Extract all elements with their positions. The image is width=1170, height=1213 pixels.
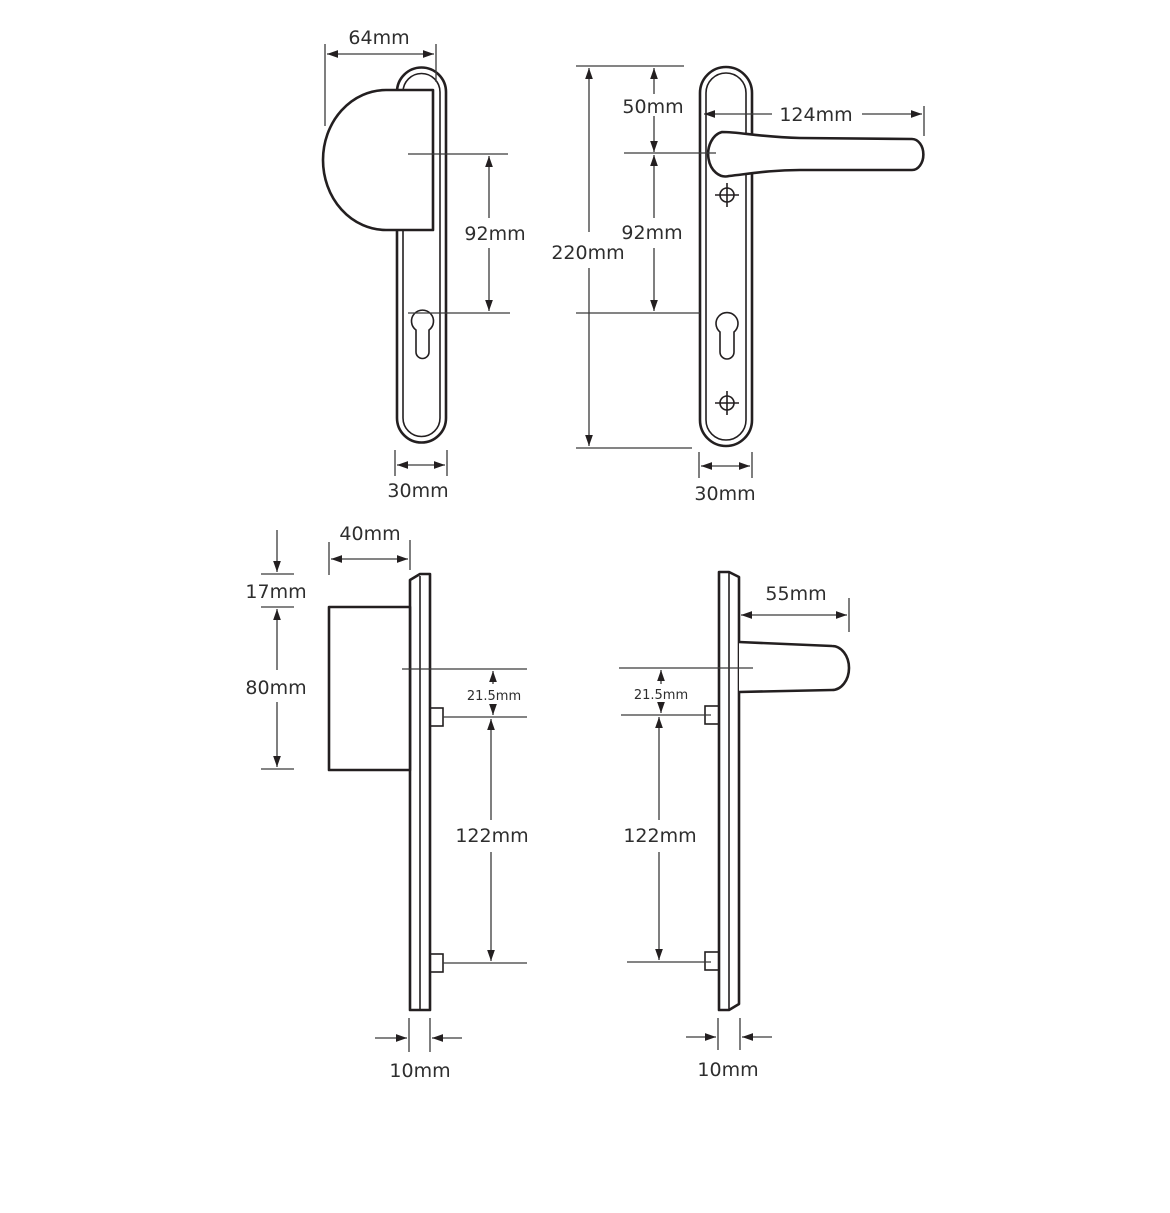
fixing-boss-bottom (704, 951, 720, 971)
fixing-boss-bottom (429, 953, 444, 973)
dim-label-92mm: 92mm (464, 223, 525, 245)
euro-cylinder-keyhole (715, 311, 739, 360)
dim-label-21-5mm: 21.5mm (634, 688, 688, 703)
backplate-outline (395, 66, 448, 444)
pull-pad (321, 88, 435, 232)
fixing-boss-top (429, 707, 444, 727)
dim-label-40mm: 40mm (339, 523, 400, 545)
lever-handle (706, 130, 925, 178)
side-pad-handle-view: 40mm 17mm 80mm 21.5mm 122mm 10mm (245, 523, 528, 1082)
front-pad-handle-view: 64mm 92mm 30mm (321, 27, 526, 502)
dim-label-30mm: 30mm (694, 483, 755, 505)
backplate-outline (698, 65, 754, 448)
dim-label-64mm: 64mm (348, 27, 409, 49)
pull-pad-side (327, 605, 412, 772)
dim-label-17mm: 17mm (245, 581, 306, 603)
dim-label-124mm: 124mm (779, 104, 852, 126)
dim-label-55mm: 55mm (765, 583, 826, 605)
dim-label-10mm: 10mm (389, 1060, 450, 1082)
dim-label-122mm: 122mm (623, 825, 696, 847)
dim-label-50mm: 50mm (622, 96, 683, 118)
lever-side-profile (738, 640, 851, 694)
euro-cylinder-keyhole (410, 309, 435, 360)
dim-label-10mm: 10mm (697, 1059, 758, 1081)
fixing-screw-top-icon (715, 183, 739, 207)
backplate-side-profile (408, 572, 432, 1012)
front-lever-handle-view: 220mm 50mm 92mm 124mm 30mm (551, 65, 925, 505)
dim-label-92mm: 92mm (621, 222, 682, 244)
backplate-inner-outline (705, 72, 747, 441)
dim-label-80mm: 80mm (245, 677, 306, 699)
dim-label-220mm: 220mm (551, 242, 624, 264)
dim-label-30mm: 30mm (387, 480, 448, 502)
backplate-inner-outline (402, 72, 441, 438)
fixing-screw-bottom-icon (715, 391, 739, 415)
side-lever-handle-view: 55mm 21.5mm 122mm 10mm (619, 570, 851, 1081)
dim-label-122mm: 122mm (455, 825, 528, 847)
dim-label-21-5mm: 21.5mm (467, 689, 521, 704)
